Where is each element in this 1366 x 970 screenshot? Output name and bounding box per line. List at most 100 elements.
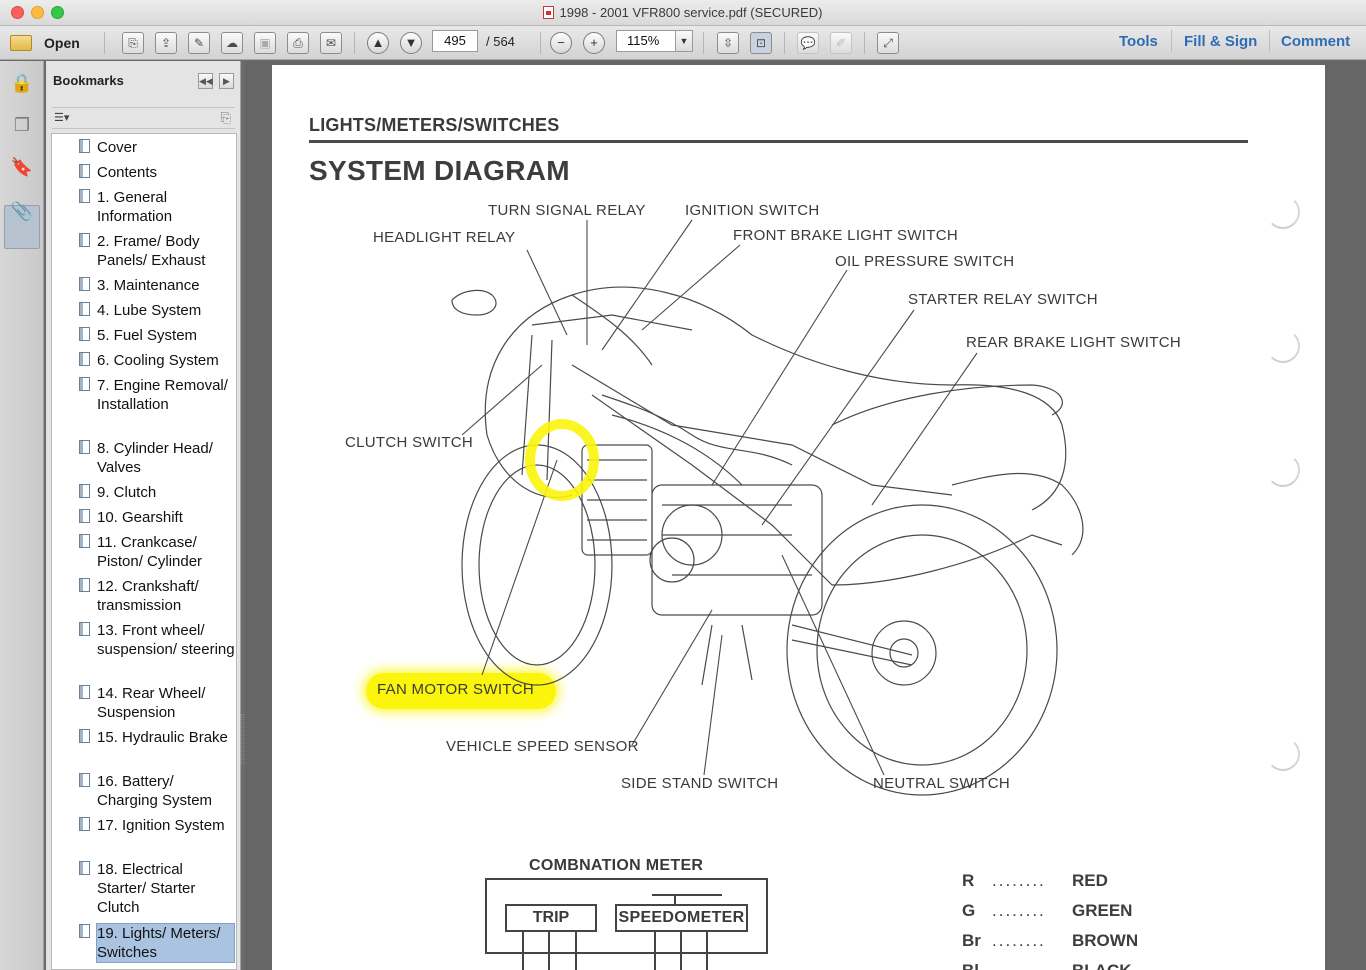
bookmark-label: 12. Crankshaft/ transmission <box>97 578 199 614</box>
bookmark-item[interactable]: 2. Frame/ Body Panels/ Exhaust <box>52 232 236 270</box>
window-title-text: 1998 - 2001 VFR800 service.pdf (SECURED) <box>559 5 823 20</box>
bookmark-label: 2. Frame/ Body Panels/ Exhaust <box>97 233 206 269</box>
bookmark-item[interactable]: 13. Front wheel/ suspension/ steering <box>52 621 236 678</box>
bookmark-item[interactable]: Cover <box>52 138 236 157</box>
combination-meter-box <box>485 878 768 954</box>
legend-color: BLACK <box>1072 961 1132 970</box>
print-button[interactable]: ⎙ <box>287 31 309 55</box>
close-window-button[interactable] <box>11 6 24 19</box>
bookmark-flag-icon <box>79 327 90 341</box>
double-chevron-left-icon: ◀◀ <box>199 76 213 86</box>
bookmark-label: 6. Cooling System <box>97 352 219 369</box>
bookmark-item[interactable]: 17. Ignition System <box>52 816 236 854</box>
bookmark-flag-icon <box>79 277 90 291</box>
save-icon: ▣ <box>254 32 276 54</box>
toolbar-separator <box>703 32 704 54</box>
zoom-in-button[interactable]: + <box>583 31 605 55</box>
label-oil-pressure-switch: OIL PRESSURE SWITCH <box>835 253 1015 270</box>
title-bar: 1998 - 2001 VFR800 service.pdf (SECURED) <box>0 0 1366 26</box>
add-comment-button[interactable]: 💬 <box>797 31 819 55</box>
new-bookmark-icon[interactable]: ⎘ <box>220 110 231 125</box>
section-title: LIGHTS/METERS/SWITCHES <box>309 115 560 135</box>
export-pdf-button[interactable]: ⇪ <box>155 31 177 55</box>
fit-page-button[interactable]: ⊡ <box>750 31 772 55</box>
bookmark-item[interactable]: 18. Electrical Starter/ Starter Clutch <box>52 860 236 917</box>
legend-color: BROWN <box>1072 931 1139 950</box>
bookmark-item[interactable]: Contents <box>52 163 236 182</box>
zoom-dropdown-button[interactable]: ▼ <box>675 30 693 52</box>
legend-row: G........GREEN <box>962 901 1132 921</box>
lock-icon[interactable]: 🔒 <box>10 73 34 93</box>
toolbar-separator <box>104 32 105 54</box>
bookmark-item[interactable]: 4. Lube System <box>52 301 236 320</box>
panel-forward-button[interactable]: ▶ <box>219 73 234 89</box>
bookmark-item[interactable]: 19. Lights/ Meters/ Switches <box>52 923 236 963</box>
pdf-file-icon <box>543 6 555 19</box>
bookmark-item[interactable]: 11. Crankcase/ Piston/ Cylinder <box>52 533 236 571</box>
label-fan-motor-switch: FAN MOTOR SWITCH <box>377 681 535 698</box>
tools-button[interactable]: Tools <box>1119 33 1158 50</box>
bookmark-item[interactable]: 10. Gearshift <box>52 508 236 527</box>
bookmark-flag-icon <box>79 861 90 875</box>
attachment-icon[interactable]: 📎 <box>10 201 34 221</box>
bookmark-item[interactable]: 15. Hydraulic Brake <box>52 728 236 766</box>
zoom-out-button[interactable]: − <box>550 31 572 55</box>
panel-resize-handle[interactable] <box>241 714 244 764</box>
bookmark-label: 1. General Information <box>97 189 173 225</box>
full-screen-button[interactable]: ⤢ <box>877 31 899 55</box>
scrolling-mode-button[interactable]: ⇳ <box>717 31 739 55</box>
minus-icon: − <box>550 32 572 54</box>
page-total: / 564 <box>486 34 515 49</box>
next-page-button[interactable]: ▼ <box>400 31 422 55</box>
bookmark-item[interactable]: 5. Fuel System <box>52 326 236 345</box>
speech-bubble-icon: 💬 <box>797 32 819 54</box>
cloud-upload-button[interactable]: ☁ <box>221 31 243 55</box>
open-button[interactable]: Open <box>10 31 90 55</box>
previous-page-button[interactable]: ▲ <box>367 31 389 55</box>
navigation-rail: 🔒 ❐ 🔖 📎 <box>0 61 44 970</box>
bookmark-flag-icon <box>79 164 90 178</box>
bookmark-label: 17. Ignition System <box>97 817 225 834</box>
minimize-window-button[interactable] <box>31 6 44 19</box>
bookmark-item[interactable]: 16. Battery/ Charging System <box>52 772 236 810</box>
bookmark-item[interactable]: 14. Rear Wheel/ Suspension <box>52 684 236 722</box>
create-pdf-button[interactable]: ⎘ <box>122 31 144 55</box>
bookmark-item[interactable]: 12. Crankshaft/ transmission <box>52 577 236 615</box>
bookmark-options-icon[interactable]: ☰▾ <box>54 112 70 124</box>
bookmark-item[interactable]: 3. Maintenance <box>52 276 236 295</box>
bookmark-flag-icon <box>79 578 90 592</box>
bookmark-item[interactable]: 6. Cooling System <box>52 351 236 370</box>
comment-button[interactable]: Comment <box>1281 33 1351 50</box>
bookmark-flag-icon <box>79 352 90 366</box>
bookmark-item[interactable]: 9. Clutch <box>52 483 236 502</box>
legend-dots: ........ <box>992 871 1046 890</box>
fill-and-sign-button[interactable]: Fill & Sign <box>1184 33 1258 50</box>
bookmark-flag-icon <box>79 685 90 699</box>
bookmark-icon[interactable]: 🔖 <box>10 157 34 177</box>
bookmark-flag-icon <box>79 440 90 454</box>
highlight-button[interactable]: ✐ <box>830 31 852 55</box>
save-button[interactable]: ▣ <box>254 31 276 55</box>
zoom-level-input[interactable]: 115% <box>616 30 676 52</box>
zoom-window-button[interactable] <box>51 6 64 19</box>
bookmark-item[interactable]: 8. Cylinder Head/ Valves <box>52 439 236 477</box>
collapse-panel-button[interactable]: ◀◀ <box>198 73 213 89</box>
meter-wire <box>548 932 550 970</box>
bookmark-label: 18. Electrical Starter/ Starter Clutch <box>97 861 196 916</box>
document-viewport[interactable]: LIGHTS/METERS/SWITCHES SYSTEM DIAGRAM <box>245 61 1366 970</box>
label-neutral-switch: NEUTRAL SWITCH <box>873 775 1010 792</box>
email-button[interactable]: ✉ <box>320 31 342 55</box>
label-side-stand-switch: SIDE STAND SWITCH <box>621 775 779 792</box>
page-thumbnails-icon[interactable]: ❐ <box>13 115 31 135</box>
toolbar-separator <box>1269 30 1270 52</box>
motorcycle-illustration <box>451 219 1084 796</box>
page-number-input[interactable]: 495 <box>432 30 478 52</box>
legend-dots: ........ <box>992 931 1046 950</box>
meter-wire <box>680 932 682 970</box>
bookmark-item[interactable]: 1. General Information <box>52 188 236 226</box>
meter-wire <box>706 932 708 970</box>
bookmark-item[interactable]: 7. Engine Removal/ Installation <box>52 376 236 433</box>
toolbar-separator <box>540 32 541 54</box>
edit-pdf-button[interactable]: ✎ <box>188 31 210 55</box>
